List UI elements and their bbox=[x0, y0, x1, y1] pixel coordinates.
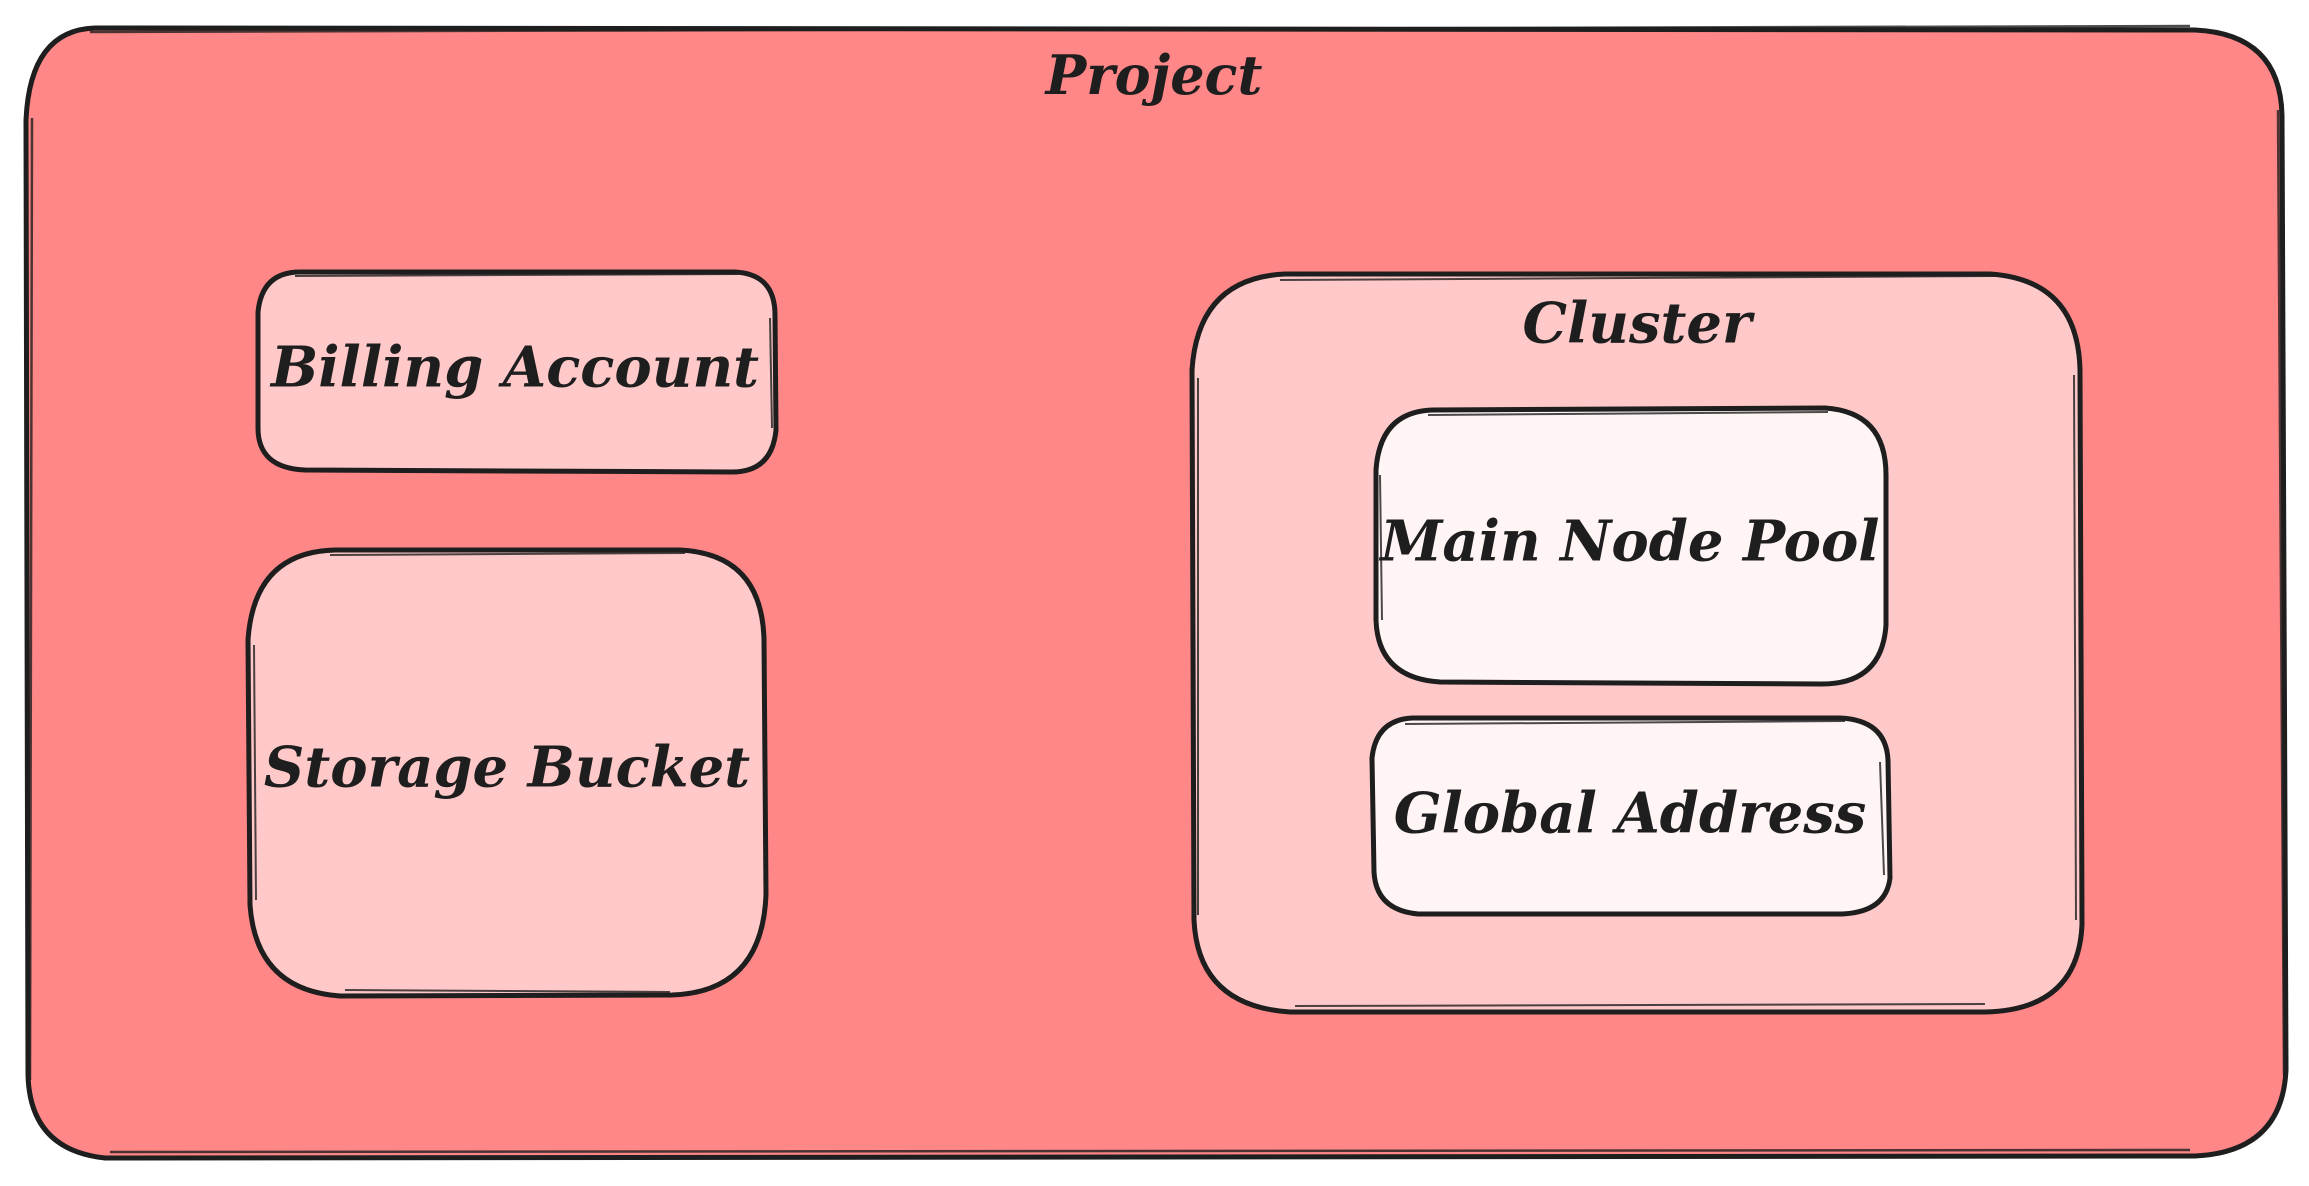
cluster-title: Cluster bbox=[1522, 291, 1755, 357]
main-node-pool-box bbox=[1373, 405, 1889, 687]
main-node-pool-node[interactable]: Main Node Pool bbox=[1373, 405, 1889, 687]
global-address-box bbox=[1369, 715, 1893, 917]
billing-account-node[interactable]: Billing Account bbox=[255, 269, 779, 475]
global-address-node[interactable]: Global Address bbox=[1369, 715, 1893, 917]
storage-bucket-node[interactable]: Storage Bucket bbox=[245, 547, 769, 999]
storage-bucket-box bbox=[245, 547, 769, 999]
billing-account-label: Billing Account bbox=[269, 335, 759, 401]
project-title: Project bbox=[1044, 43, 1263, 107]
billing-account-box bbox=[255, 269, 779, 475]
global-address-label: Global Address bbox=[1394, 781, 1867, 847]
main-node-pool-label: Main Node Pool bbox=[1378, 509, 1879, 575]
storage-bucket-label: Storage Bucket bbox=[264, 735, 750, 801]
